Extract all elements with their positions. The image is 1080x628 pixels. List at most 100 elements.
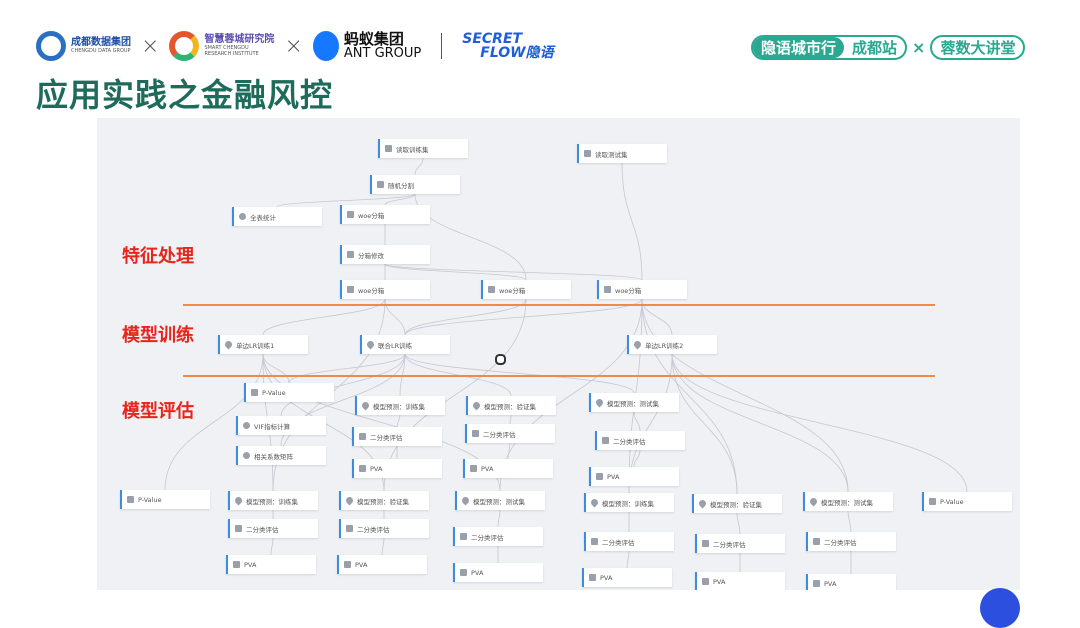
node-label: woe分箱 bbox=[615, 286, 642, 295]
pipeline-node[interactable]: 二分类评估 bbox=[695, 534, 785, 553]
node-label: 模型预测：测试集 bbox=[473, 497, 525, 506]
pipeline-edge bbox=[736, 512, 741, 535]
pipeline-node[interactable]: VIF指标计算 bbox=[236, 416, 326, 435]
pipeline-node[interactable]: PVA bbox=[352, 459, 442, 478]
pipeline-node[interactable]: 二分类评估 bbox=[339, 519, 429, 538]
pipeline-node[interactable]: PVA bbox=[337, 555, 427, 574]
pipeline-node[interactable]: 二分类评估 bbox=[228, 519, 318, 538]
chart-icon bbox=[813, 538, 820, 545]
pipeline-node[interactable]: 模型预测：测试集 bbox=[803, 492, 893, 511]
chart-icon bbox=[346, 525, 353, 532]
corner-decoration bbox=[980, 588, 1020, 628]
db-icon bbox=[377, 181, 384, 188]
pipeline-node[interactable]: 分箱修改 bbox=[340, 245, 430, 264]
pipeline-node[interactable]: PVA bbox=[806, 574, 896, 590]
pipeline-node[interactable]: woe分箱 bbox=[597, 280, 687, 299]
pipeline-edge bbox=[497, 509, 501, 528]
pipeline-node[interactable]: 模型预测：训练集 bbox=[584, 493, 674, 512]
pipeline-node[interactable]: 单边LR训练2 bbox=[627, 335, 717, 354]
pipeline-node[interactable]: 二分类评估 bbox=[352, 427, 442, 446]
pipeline-node[interactable]: 二分类评估 bbox=[595, 431, 685, 450]
node-label: 联合LR训练 bbox=[378, 341, 413, 350]
pipeline-edge bbox=[671, 353, 849, 493]
node-label: 单边LR训练2 bbox=[645, 341, 684, 350]
stat-icon bbox=[243, 452, 250, 459]
node-label: 二分类评估 bbox=[483, 430, 516, 439]
pipeline-node[interactable]: 二分类评估 bbox=[806, 532, 896, 551]
pipeline-node[interactable]: P-Value bbox=[244, 383, 334, 402]
pipeline-node[interactable]: woe分箱 bbox=[340, 205, 430, 224]
node-label: PVA bbox=[600, 573, 613, 582]
node-label: woe分箱 bbox=[358, 286, 385, 295]
node-label: 模型预测：测试集 bbox=[607, 399, 659, 408]
bin-icon bbox=[347, 211, 354, 218]
pipeline-node[interactable]: 联合LR训练 bbox=[360, 335, 450, 354]
pipeline-node[interactable]: 模型预测：测试集 bbox=[589, 393, 679, 412]
section-label-training: 模型训练 bbox=[122, 325, 194, 346]
pipeline-node[interactable]: 模型预测：验证集 bbox=[466, 396, 556, 415]
section-divider bbox=[183, 304, 935, 306]
db-icon bbox=[584, 150, 591, 157]
model-icon bbox=[344, 495, 355, 506]
pipeline-node[interactable]: 二分类评估 bbox=[465, 424, 555, 443]
pipeline-node[interactable]: P-Value bbox=[120, 490, 210, 509]
pipeline-edge bbox=[270, 537, 274, 556]
pipeline-edge bbox=[621, 162, 643, 281]
node-label: 分箱修改 bbox=[358, 251, 384, 260]
chart-icon bbox=[233, 561, 240, 568]
chart-icon bbox=[359, 465, 366, 472]
model-icon bbox=[471, 400, 482, 411]
pipeline-edge bbox=[384, 298, 406, 336]
pipeline-edge bbox=[641, 298, 849, 493]
node-label: 二分类评估 bbox=[471, 533, 504, 542]
page-title: 应用实践之金融风控 bbox=[36, 76, 334, 114]
chart-icon bbox=[460, 569, 467, 576]
pipeline-node[interactable]: 二分类评估 bbox=[584, 532, 674, 551]
pipeline-node[interactable]: 模型预测：验证集 bbox=[339, 491, 429, 510]
pipeline-node[interactable]: woe分箱 bbox=[481, 280, 571, 299]
pipeline-node[interactable]: PVA bbox=[582, 568, 672, 587]
pipeline-node[interactable]: 读取测试集 bbox=[577, 144, 667, 163]
bin-icon bbox=[488, 286, 495, 293]
node-label: 二分类评估 bbox=[357, 525, 390, 534]
pipeline-node[interactable]: 模型预测：验证集 bbox=[692, 494, 782, 513]
pipeline-node[interactable]: PVA bbox=[226, 555, 316, 574]
times-separator: × bbox=[141, 33, 160, 59]
pipeline-node[interactable]: 单边LR训练1 bbox=[218, 335, 308, 354]
pipeline-node[interactable]: 模型预测：训练集 bbox=[355, 396, 445, 415]
pipeline-node[interactable]: woe分箱 bbox=[340, 280, 430, 299]
section-divider bbox=[183, 375, 935, 377]
pipeline-node[interactable]: 模型预测：测试集 bbox=[455, 491, 545, 510]
chart-icon bbox=[929, 498, 936, 505]
node-label: 二分类评估 bbox=[602, 538, 635, 547]
pipeline-node[interactable]: PVA bbox=[589, 467, 679, 486]
pipeline-node[interactable]: PVA bbox=[463, 459, 553, 478]
pipeline-edge bbox=[633, 449, 641, 468]
node-label: 二分类评估 bbox=[246, 525, 279, 534]
pipeline-node[interactable]: 随机分割 bbox=[370, 175, 460, 194]
node-label: 模型预测：训练集 bbox=[602, 499, 654, 508]
pipeline-node[interactable]: 全表统计 bbox=[232, 207, 322, 226]
model-icon bbox=[632, 339, 643, 350]
pipeline-node[interactable]: 读取训练集 bbox=[378, 139, 468, 158]
pipeline-edge bbox=[280, 353, 406, 417]
pipeline-edge bbox=[641, 298, 738, 495]
chart-icon bbox=[251, 389, 258, 396]
node-label: woe分箱 bbox=[358, 211, 385, 220]
node-label: 模型预测：验证集 bbox=[710, 500, 762, 509]
pipeline-node[interactable]: 模型预测：训练集 bbox=[228, 491, 318, 510]
node-label: PVA bbox=[370, 464, 383, 473]
node-label: PVA bbox=[607, 472, 620, 481]
pipeline-node[interactable]: PVA bbox=[695, 572, 785, 590]
model-icon bbox=[594, 397, 605, 408]
pipeline-node[interactable]: P-Value bbox=[922, 492, 1012, 511]
chart-icon bbox=[460, 533, 467, 540]
pipeline-node[interactable]: 二分类评估 bbox=[453, 527, 543, 546]
pipeline-node[interactable]: 相关系数矩阵 bbox=[236, 446, 326, 465]
node-label: 模型预测：验证集 bbox=[357, 497, 409, 506]
pipeline-node[interactable]: PVA bbox=[453, 563, 543, 582]
node-label: VIF指标计算 bbox=[254, 422, 291, 431]
chart-icon bbox=[589, 574, 596, 581]
node-label: P-Value bbox=[940, 497, 964, 506]
